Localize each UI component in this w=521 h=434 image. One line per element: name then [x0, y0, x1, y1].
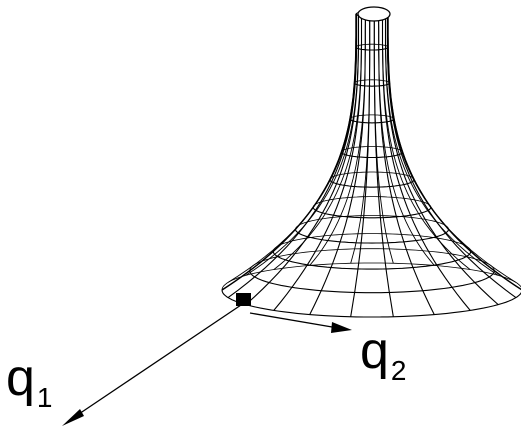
surface-meridian-front	[245, 15, 360, 306]
surface-meridian-front	[384, 15, 499, 306]
pseudosphere-top-cap	[357, 6, 391, 22]
surface-meridian-front	[227, 14, 358, 299]
surface-meridian-front	[309, 16, 366, 315]
surface-meridian-front	[386, 14, 517, 299]
q1-axis-line	[69, 302, 245, 421]
surface-parallel-back	[341, 146, 403, 153]
surface-parallel-front	[340, 151, 404, 159]
q2-arrowhead	[331, 322, 352, 333]
surface-meridian-front	[221, 14, 357, 291]
surface-parallel-back	[349, 114, 395, 120]
surface-meridian-front	[373, 16, 394, 317]
surface-silhouette-right	[387, 14, 521, 291]
surface-parallel-front	[294, 229, 450, 244]
surface-parallel-front	[312, 207, 432, 219]
surface-meridian-front	[350, 16, 371, 317]
surface-parallel-back	[312, 196, 432, 208]
q1-arrowhead	[62, 409, 84, 426]
origin-point-marker	[236, 293, 251, 306]
surface-parallel-back	[355, 43, 389, 48]
surface-meridian-front	[378, 16, 435, 315]
surface-meridian-front	[387, 14, 521, 290]
surface-meridian-front	[273, 16, 363, 311]
surface-silhouette-left	[221, 14, 357, 291]
pseudosphere-back-meridians	[221, 10, 521, 291]
surface-parallel-front	[329, 179, 415, 188]
surface-parallel-front	[221, 289, 521, 318]
surface-meridian-front	[381, 16, 471, 311]
surface-parallel-back	[221, 262, 521, 291]
pseudosphere-front-meshes	[221, 13, 521, 318]
surface-parallel-front	[272, 251, 472, 270]
surface-parallel-back	[354, 79, 390, 84]
surface-parallel-front	[249, 270, 495, 294]
surface-parallel-front	[355, 46, 389, 51]
surface-parallel-back	[329, 171, 415, 180]
q2-label: q2	[360, 322, 407, 386]
surface-parallel-front	[349, 118, 395, 124]
surface-parallel-front	[353, 82, 391, 87]
q2-axis-line	[249, 312, 339, 329]
surface-parallel-back	[272, 233, 472, 252]
surface-parallel-back	[249, 248, 495, 271]
q1-label: q1	[6, 349, 53, 413]
surface-parallel-back	[295, 215, 449, 230]
